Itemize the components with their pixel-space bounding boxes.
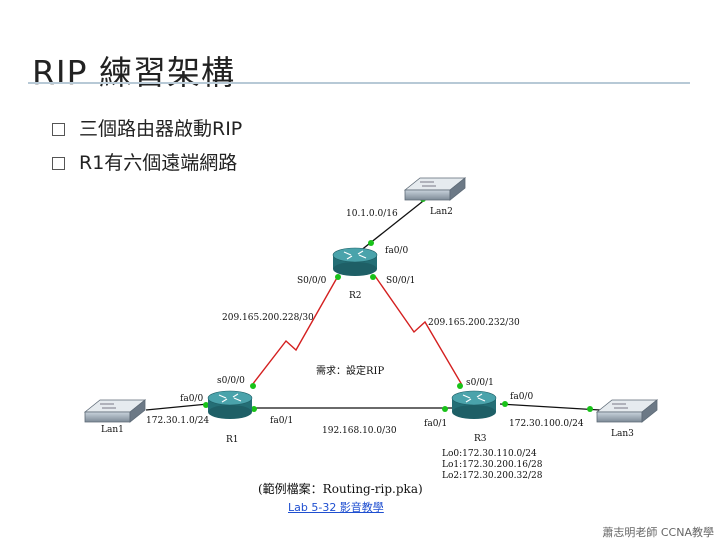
link-r3-lan3: [499, 403, 601, 411]
interface-label: fa0/1: [270, 416, 293, 426]
slide-title: RIP 練習架構: [32, 53, 236, 92]
loopback-label: Lo0:172.30.110.0/24: [442, 449, 537, 459]
router-r1-icon: [207, 390, 253, 419]
network-label: 172.30.1.0/24: [146, 416, 209, 426]
example-file-caption: (範例檔案：Routing-rip.pka): [258, 482, 423, 496]
requirement-note: 需求：設定RIP: [316, 364, 384, 377]
port-dot: [335, 274, 341, 280]
switch-lan1-icon: [83, 399, 147, 423]
port-dot: [442, 406, 448, 412]
interface-label: fa0/0: [180, 394, 203, 404]
port-dot: [203, 402, 209, 408]
bullet-text: R1有六個遠端網路: [79, 152, 238, 174]
loopback-label: Lo2:172.30.200.32/28: [442, 471, 543, 481]
bullet-item: 三個路由器啟動RIP: [52, 114, 242, 141]
link-lan1-r1: [145, 403, 209, 411]
switch-lan2-icon: [403, 177, 467, 201]
switch-lan3-icon: [595, 399, 659, 423]
title-divider: [28, 82, 690, 84]
bullet-square-icon: [52, 123, 65, 136]
link-lan2-r2: [354, 193, 433, 256]
bullet-item: R1有六個遠端網路: [52, 148, 237, 175]
bullet-square-icon: [52, 157, 65, 170]
bullet-text: 三個路由器啟動RIP: [79, 118, 243, 140]
router-label: R3: [474, 434, 487, 444]
interface-label: S0/0/1: [386, 276, 415, 286]
interface-label: S0/0/0: [297, 276, 327, 286]
switch-label: Lan1: [101, 425, 124, 435]
network-label: 209.165.200.232/30: [428, 318, 520, 328]
port-dot: [368, 240, 374, 246]
interface-label: fa0/0: [510, 392, 533, 402]
footer-credit: 蕭志明老師 CCNA教學: [602, 526, 714, 539]
router-label: R1: [226, 435, 239, 445]
loopback-label: Lo1:172.30.200.16/28: [442, 460, 543, 470]
port-dot: [370, 274, 376, 280]
switch-label: Lan2: [430, 207, 453, 217]
network-label: 172.30.100.0/24: [509, 419, 584, 429]
interface-label: s0/0/1: [466, 378, 494, 388]
switch-label: Lan3: [611, 429, 634, 439]
serial-link-r1-r2: [251, 275, 339, 386]
interface-label: s0/0/0: [217, 376, 245, 386]
port-dot: [251, 406, 257, 412]
interface-label: fa0/1: [424, 419, 447, 429]
router-r3-icon: [451, 390, 497, 419]
network-label: 10.1.0.0/16: [346, 209, 398, 219]
port-dot: [457, 383, 463, 389]
port-dot: [250, 383, 256, 389]
network-label: 192.168.10.0/30: [322, 426, 397, 436]
router-r2-icon: [332, 247, 378, 276]
interface-label: fa0/0: [385, 246, 408, 256]
port-dot: [587, 406, 593, 412]
router-label: R2: [349, 291, 362, 301]
port-indicators: [137, 196, 593, 413]
serial-link-r2-r3: [374, 275, 463, 386]
network-label: 209.165.200.228/30: [222, 313, 314, 323]
lab-video-link[interactable]: Lab 5-32 影音教學: [288, 501, 384, 514]
port-dot: [502, 401, 508, 407]
